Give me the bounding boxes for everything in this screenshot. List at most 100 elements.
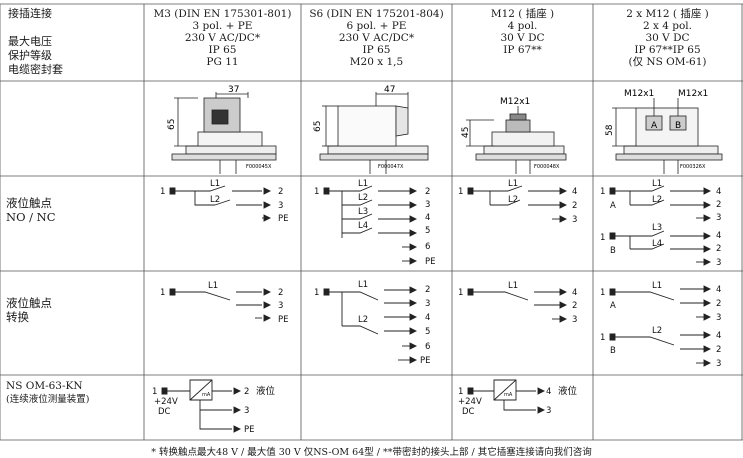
- col-s6-line-2: 6 pol. + PE: [346, 20, 407, 32]
- col-m12-line-1: M12 ( 插座 ): [490, 8, 555, 20]
- m12x2-sw-pin-3b: 3: [716, 359, 721, 369]
- s6-nonc-l3: L3: [358, 207, 368, 217]
- m3-nonc-pin-2: 2: [278, 187, 283, 197]
- label-max-voltage: 最大电压: [8, 35, 52, 48]
- m12x2-sw-pin-2a: 2: [716, 299, 721, 309]
- figure-s6-connector: 47 65 F000047X: [313, 85, 429, 174]
- m12x2-label-b: B: [675, 121, 681, 131]
- m12x2-sw-pin-3a: 3: [716, 313, 721, 323]
- row-label-om63: NS OM-63-KN (连续液位测量装置): [6, 379, 89, 407]
- col-m3-line-5: PG 11: [206, 56, 239, 68]
- m12x2-sw-pin-2b: 2: [716, 345, 721, 355]
- figure-m12x2-socket: M12x1 M12x1 A B 58 F000326X: [605, 89, 723, 174]
- col-m12x2-line-3: 30 V DC: [645, 32, 690, 44]
- col-s6-line-3: 230 V AC/DC*: [338, 32, 415, 44]
- s6-sw-pin-5: 5: [425, 327, 430, 337]
- om63-m12-dc: DC: [462, 407, 475, 417]
- om63-m12-level: 液位: [558, 385, 578, 397]
- m12x2-nonc-a: A: [610, 201, 616, 211]
- om63-m3-pin-2: 2: [244, 387, 249, 397]
- om63-m12-pin-1: 1: [458, 387, 463, 397]
- row-label-switch: 液位触点 转换: [6, 296, 52, 324]
- m12-sw-pin-1: 1: [458, 288, 463, 298]
- footnote: * 转换触点最大48 V / 最大值 30 V 仅NS-OM 64型 / **带…: [151, 447, 592, 458]
- m12-nonc-pin-2: 2: [572, 201, 577, 211]
- col-m3-line-3: 230 V AC/DC*: [184, 32, 261, 44]
- col-s6-header: S6 (DIN EN 175201-804) 6 pol. + PE 230 V…: [301, 8, 452, 68]
- s6-sw-pe: PE: [420, 356, 431, 366]
- m3-sw-pin-2: 2: [278, 288, 283, 298]
- m12x2-sw-pin-4b: 4: [716, 331, 721, 341]
- col-s6-line-4: IP 65: [362, 44, 391, 56]
- m12x2-nonc-pin-1a: 1: [600, 187, 605, 197]
- col-m3-line-2: 3 pol. + PE: [192, 20, 253, 32]
- m12x2-nonc-b: B: [610, 246, 616, 256]
- m12x2-label-a: A: [651, 121, 658, 131]
- s6-nonc-pin-2: 2: [425, 187, 430, 197]
- m12x2-nonc-l2: L2: [652, 195, 662, 205]
- label-protection: 保护等级: [8, 49, 52, 62]
- m3-code: F000045X: [246, 164, 272, 170]
- m12x2-nonc-l4: L4: [652, 239, 662, 249]
- s6-sw-pin-3: 3: [425, 299, 430, 309]
- m12-nonc-l2: L2: [508, 195, 518, 205]
- m12-sw-l1: L1: [508, 281, 518, 291]
- col-s6-line-1: S6 (DIN EN 175201-804): [309, 8, 444, 20]
- s6-code: F000047X: [378, 164, 404, 170]
- row-switch-line-1: 液位触点: [6, 296, 52, 310]
- m12x2-sw-pin-1b: 1: [600, 333, 605, 343]
- m12-sw-pin-2: 2: [572, 301, 577, 311]
- m12x2-sw-pin-4a: 4: [716, 285, 721, 295]
- s6-sw-l2: L2: [358, 315, 368, 325]
- m3-nonc-pe: PE: [278, 214, 289, 224]
- om63-m3-pin-3: 3: [244, 406, 249, 416]
- col-s6-line-5: M20 x 1,5: [349, 56, 404, 68]
- col-m12-line-4: IP 67**: [503, 44, 542, 56]
- m3-sw-pe: PE: [278, 315, 289, 325]
- s6-nonc-l2: L2: [358, 193, 368, 203]
- s6-nonc-pin-6: 6: [425, 242, 430, 252]
- s6-sw-pin-2: 2: [425, 285, 430, 295]
- col-m3-header: M3 (DIN EN 175301-801) 3 pol. + PE 230 V…: [144, 8, 301, 68]
- m12-thread: M12x1: [500, 97, 530, 107]
- m12x2-nonc-pin-4b: 4: [716, 231, 721, 241]
- m12-sw-pin-4: 4: [572, 288, 577, 298]
- om63-m3-v24: +24V: [154, 397, 178, 407]
- figure-m3-connector: 37 65 F000045X: [167, 85, 277, 174]
- row-om63-line-2: (连续液位测量装置): [6, 394, 90, 405]
- m12x2-nonc-pin-1b: 1: [600, 233, 605, 243]
- m3-nonc-pin-3: 3: [278, 201, 283, 211]
- m12x2-sw-l1: L1: [652, 281, 662, 291]
- s6-sw-pin-6: 6: [425, 342, 430, 352]
- s6-nonc-pin-5: 5: [425, 226, 430, 236]
- label-connector: 接插连接: [8, 7, 52, 20]
- s6-nonc-pe: PE: [425, 257, 436, 267]
- m3-nonc-l2: L2: [210, 195, 220, 205]
- m12x2-nonc-pin-4a: 4: [716, 187, 721, 197]
- col-m12x2-line-5: (仅 NS OM-61): [628, 56, 707, 68]
- m12x2-nonc-l1: L1: [652, 179, 662, 189]
- s6-nonc-pin-4: 4: [425, 213, 430, 223]
- m12-sw-pin-3: 3: [572, 315, 577, 325]
- s6-nonc-l4: L4: [358, 221, 368, 231]
- col-m12-header: M12 ( 插座 ) 4 pol. 30 V DC IP 67**: [452, 8, 593, 56]
- m12-nonc-pin-3: 3: [572, 215, 577, 225]
- col-m12-line-3: 30 V DC: [500, 32, 545, 44]
- om63-m12-pin-3: 3: [546, 406, 551, 416]
- om63-m3-ma: mA: [202, 392, 211, 398]
- col-m12x2-line-4: IP 67**IP 65: [634, 44, 701, 56]
- row-nonc-line-1: 液位触点: [6, 196, 52, 210]
- m12x2-sw-a: A: [610, 301, 616, 311]
- m12x2-thread-b: M12x1: [678, 89, 708, 99]
- m3-nonc-l1: L1: [210, 179, 220, 189]
- m3-sw-pin-1: 1: [160, 288, 165, 298]
- col-m12x2-line-1: 2 x M12 ( 插座 ): [626, 8, 709, 20]
- s6-sw-pin-1: 1: [314, 288, 319, 298]
- m12x2-sw-b: B: [610, 346, 616, 356]
- m12x2-nonc-l3: L3: [652, 223, 662, 233]
- s6-nonc-l1: L1: [358, 179, 368, 189]
- m12-nonc-l1: L1: [508, 179, 518, 189]
- figure-m12-socket: M12x1 45 F000048X: [461, 97, 567, 174]
- m12-code: F000048X: [534, 164, 560, 170]
